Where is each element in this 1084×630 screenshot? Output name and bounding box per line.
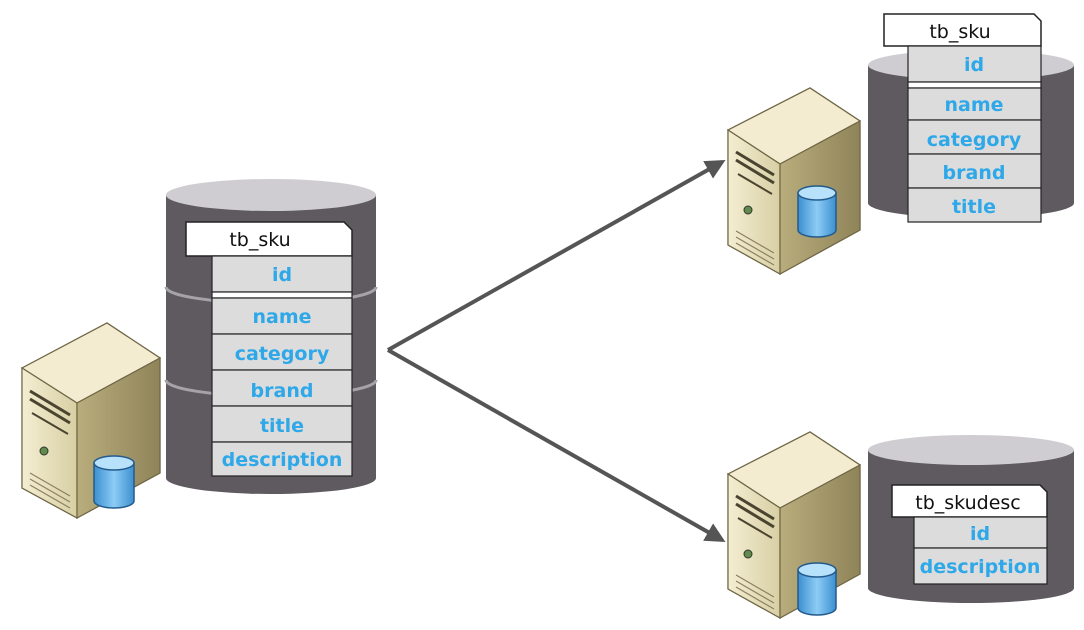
source-database: tb_sku id name category brand title desc… [164, 179, 378, 494]
target-top-table-name: tb_sku [929, 21, 990, 43]
target-top-field-brand: brand [943, 162, 1006, 184]
source-field-category: category [235, 343, 330, 365]
target-bottom-cylinder-top [868, 435, 1074, 465]
source-fields: id name category brand title description [211, 255, 353, 477]
database-icon [797, 185, 837, 238]
target-top-database: tb_sku id name category brand title [868, 13, 1074, 223]
arrow-to-top [387, 160, 726, 352]
target-top-field-title: title [952, 196, 996, 218]
source-field-brand: brand [251, 380, 314, 402]
source-table-name: tb_sku [229, 229, 290, 251]
database-icon [93, 455, 135, 509]
target-bottom-fields: id description [913, 516, 1048, 585]
target-top-fields: id name category brand title [907, 45, 1042, 223]
target-top-field-id: id [964, 54, 984, 76]
arrow-to-bottom [387, 348, 726, 542]
target-bottom-table-header [891, 484, 1048, 518]
server-icon [726, 431, 862, 620]
source-field-title: title [260, 415, 304, 437]
arrow-icon [387, 160, 726, 542]
target-bottom-table-name: tb_skudesc [915, 492, 1020, 514]
server-icon [726, 87, 862, 276]
target-top-field-category: category [927, 129, 1022, 151]
target-top-table-header [883, 13, 1042, 47]
source-cylinder-top [166, 179, 376, 211]
server-icon [20, 322, 162, 520]
source-field-name: name [252, 306, 311, 328]
target-top-field-name: name [944, 94, 1003, 116]
source-field-id: id [272, 264, 292, 286]
source-table-header [185, 221, 353, 257]
source-field-description: description [222, 449, 343, 471]
target-bottom-database: tb_skudesc id description [868, 435, 1074, 603]
target-bottom-field-description: description [920, 556, 1041, 578]
database-icon [797, 562, 837, 616]
target-bottom-field-id: id [970, 523, 990, 545]
